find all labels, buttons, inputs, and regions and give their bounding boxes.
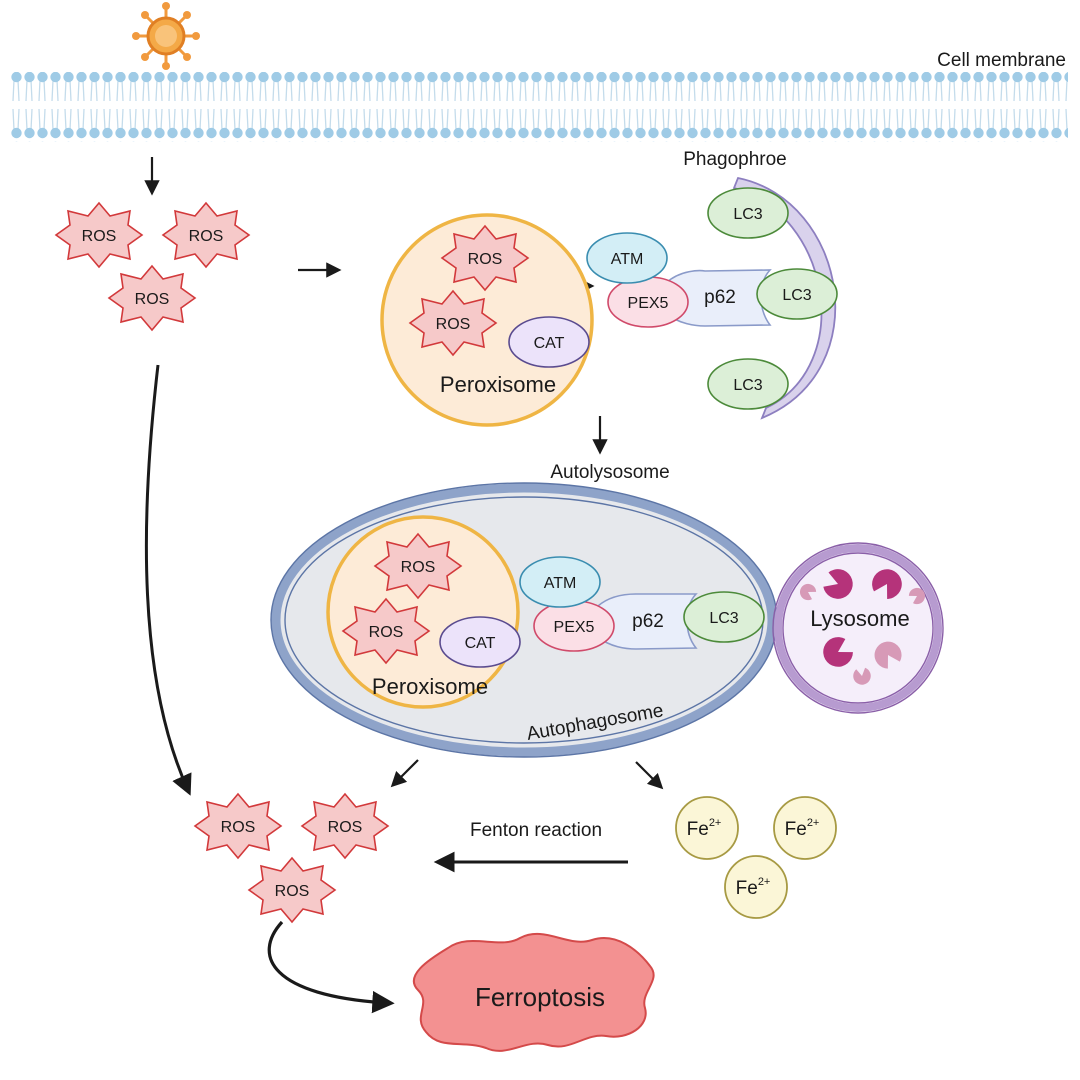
ros-burst: ROS: [301, 793, 389, 859]
ros-burst: ROS: [374, 533, 462, 599]
lc3-label: LC3: [733, 377, 762, 394]
arrow-autophagosome-to-ros: [390, 759, 419, 788]
ros-burst: ROS: [441, 225, 529, 291]
lc3-label: LC3: [782, 287, 811, 304]
svg-text:Fe2+: Fe2+: [687, 817, 722, 840]
lc3-protein: [756, 268, 838, 320]
ferroptosis-blob: [412, 932, 655, 1052]
pex5-label: PEX5: [554, 619, 595, 636]
lc3-protein: [707, 358, 789, 410]
svg-text:Fe2+: Fe2+: [785, 817, 820, 840]
svg-text:ROS: ROS: [275, 883, 310, 900]
ros-burst: ROS: [194, 793, 282, 859]
ros-burst: ROS: [162, 202, 250, 268]
p62-label: p62: [704, 287, 736, 308]
cat-enzyme: [508, 316, 590, 368]
ros-burst: ROS: [55, 202, 143, 268]
atm-label: ATM: [544, 575, 577, 592]
phagophore-label: Phagophroe: [683, 149, 787, 170]
lc3-protein: [683, 591, 765, 643]
cell-membrane-label: Cell membrane: [937, 50, 1066, 71]
atm-label: ATM: [611, 251, 644, 268]
arrow-ros-to-ferroptosis: [267, 920, 395, 1014]
svg-text:ROS: ROS: [401, 559, 436, 576]
ferroptosis-label: Ferroptosis: [475, 982, 605, 1012]
ros-burst: ROS: [248, 857, 336, 923]
p62-label: p62: [632, 611, 664, 632]
cat-label: CAT: [534, 335, 565, 352]
svg-text:ROS: ROS: [221, 819, 256, 836]
peroxisome-label: Peroxisome: [372, 674, 488, 699]
lysosome-outer-membrane: [772, 542, 944, 714]
svg-text:ROS: ROS: [436, 316, 471, 333]
lysosome-label: Lysosome: [810, 606, 909, 631]
cat-label: CAT: [465, 635, 496, 652]
iron-ion: Fe2+: [773, 796, 837, 860]
arrow-ros-to-released-ros: [144, 364, 192, 796]
svg-text:ROS: ROS: [135, 291, 170, 308]
svg-text:ROS: ROS: [369, 624, 404, 641]
svg-text:ROS: ROS: [468, 251, 503, 268]
ros-burst: ROS: [342, 598, 430, 664]
cat-enzyme: [439, 616, 521, 668]
svg-text:ROS: ROS: [189, 228, 224, 245]
iron-ion: Fe2+: [724, 855, 788, 919]
svg-text:ROS: ROS: [82, 228, 117, 245]
ros-burst: ROS: [108, 265, 196, 331]
svg-text:Fe2+: Fe2+: [736, 876, 771, 899]
fenton-reaction-label: Fenton reaction: [470, 820, 602, 841]
autolysosome-label: Autolysosome: [550, 462, 669, 483]
lc3-label: LC3: [709, 610, 738, 627]
lc3-label: LC3: [733, 206, 762, 223]
ros-burst: ROS: [409, 290, 497, 356]
atm-protein: [586, 232, 668, 284]
svg-text:ROS: ROS: [328, 819, 363, 836]
peroxisome-label: Peroxisome: [440, 372, 556, 397]
cell-membrane: [10, 72, 1068, 142]
virus-icon: [132, 2, 200, 70]
phagophore: [732, 176, 837, 420]
lc3-protein: [707, 187, 789, 239]
lysosome-inner-membrane: [782, 552, 934, 704]
arrow-autophagosome-to-iron: [635, 761, 664, 790]
atm-protein: [519, 556, 601, 608]
pex5-label: PEX5: [628, 295, 669, 312]
iron-ion: Fe2+: [675, 796, 739, 860]
